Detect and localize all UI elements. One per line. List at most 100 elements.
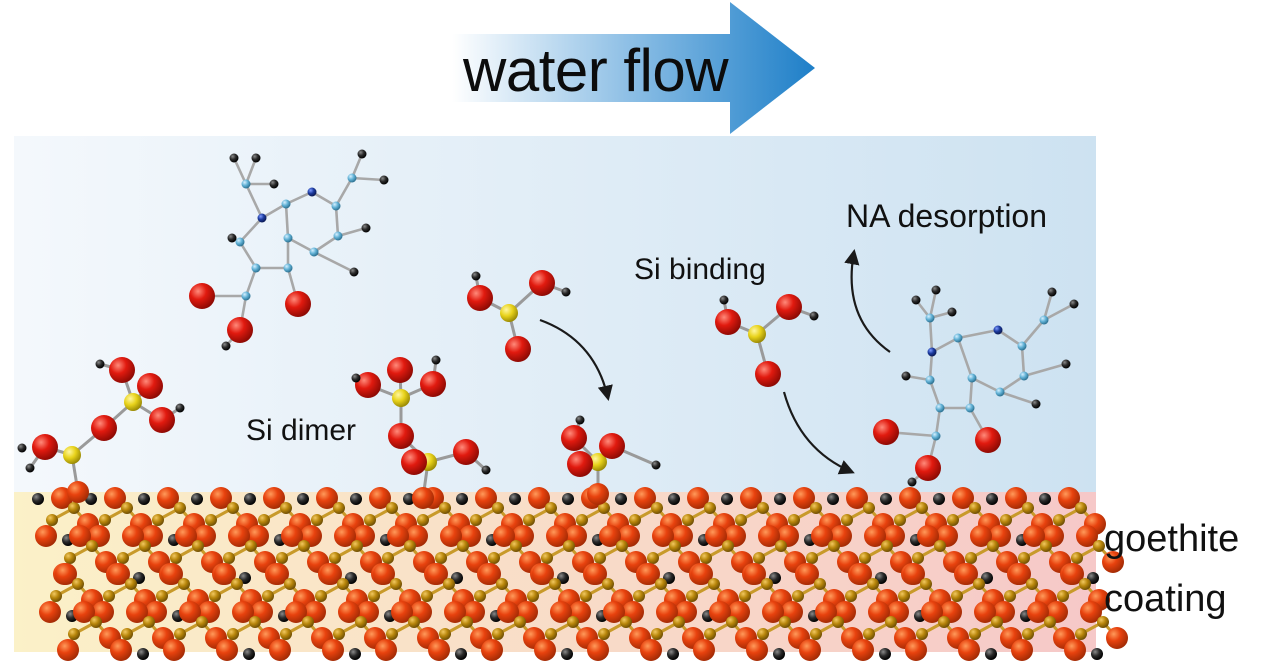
oxygen-atom xyxy=(715,309,741,335)
hydrogen-atom xyxy=(575,415,585,425)
iron-atom xyxy=(881,540,893,552)
iron-atom xyxy=(435,552,447,564)
oxygen-atom xyxy=(899,487,921,509)
iron-atom xyxy=(1075,628,1087,640)
iron-atom xyxy=(704,628,716,640)
iron-atom xyxy=(549,578,561,590)
oxygen-atom xyxy=(322,639,344,661)
oxygen-atom xyxy=(91,415,117,441)
oxygen-atom xyxy=(975,427,1001,453)
hydrogen-atom xyxy=(379,175,389,185)
iron-atom xyxy=(72,578,84,590)
hydrogen-atom xyxy=(985,648,997,660)
oxygen-atom xyxy=(161,563,183,585)
hydrogen-atom xyxy=(880,493,892,505)
oxygen-atom xyxy=(267,563,289,585)
iron-atom xyxy=(510,540,522,552)
si-binding-label: Si binding xyxy=(634,253,766,286)
iron-atom xyxy=(602,578,614,590)
hydrogen-atom xyxy=(774,493,786,505)
nitrogen-atom xyxy=(993,325,1003,335)
iron-atom xyxy=(969,502,981,514)
iron-atom xyxy=(170,552,182,564)
bond xyxy=(334,176,354,208)
hydrogen-atom xyxy=(244,493,256,505)
oxygen-atom xyxy=(440,525,462,547)
iron-atom xyxy=(86,540,98,552)
oxygen-atom xyxy=(640,639,662,661)
oxygen-atom xyxy=(109,357,135,383)
iron-atom xyxy=(912,552,924,564)
oxygen-atom xyxy=(815,601,837,623)
iron-atom xyxy=(302,616,314,628)
iron-atom xyxy=(46,514,58,526)
iron-atom xyxy=(156,590,168,602)
hydrogen-atom xyxy=(1031,399,1041,409)
bond xyxy=(1042,302,1076,322)
hydrogen-atom xyxy=(721,493,733,505)
hydrogen-atom xyxy=(349,648,361,660)
iron-atom xyxy=(810,628,822,640)
oxygen-atom xyxy=(32,434,58,460)
si-binding-arrow xyxy=(782,391,855,475)
carbon-atom xyxy=(925,375,935,385)
oxygen-atom xyxy=(35,525,57,547)
iron-atom xyxy=(669,540,681,552)
hydrogen-atom xyxy=(933,493,945,505)
oxygen-atom xyxy=(426,563,448,585)
iron-atom xyxy=(125,578,137,590)
iron-atom xyxy=(920,578,932,590)
bond xyxy=(350,176,386,182)
iron-atom xyxy=(969,628,981,640)
oxygen-atom xyxy=(868,601,890,623)
iron-atom xyxy=(527,590,539,602)
hydrogen-atom xyxy=(809,311,819,321)
oxygen-atom xyxy=(1064,639,1086,661)
oxygen-atom xyxy=(905,639,927,661)
iron-atom xyxy=(143,616,155,628)
iron-atom xyxy=(262,590,274,602)
hydrogen-atom xyxy=(221,341,231,351)
hydrogen-atom xyxy=(1061,359,1071,369)
iron-atom xyxy=(64,552,76,564)
iron-atom xyxy=(991,616,1003,628)
oxygen-atom xyxy=(281,525,303,547)
silicon-atom xyxy=(589,453,607,471)
iron-atom xyxy=(620,616,632,628)
nitrogen-atom xyxy=(307,187,317,197)
carbon-atom xyxy=(283,263,293,273)
hydrogen-atom xyxy=(95,359,105,369)
iron-atom xyxy=(364,514,376,526)
hydrogen-atom xyxy=(269,179,279,189)
hydrogen-atom xyxy=(481,465,491,475)
oxygen-atom xyxy=(917,525,939,547)
hydrogen-atom xyxy=(297,493,309,505)
iron-atom xyxy=(965,552,977,564)
bond xyxy=(1022,362,1068,378)
hydrogen-atom xyxy=(361,223,371,233)
oxygen-atom xyxy=(709,601,731,623)
oxygen-atom xyxy=(338,601,360,623)
iron-atom xyxy=(280,502,292,514)
oxygen-atom xyxy=(227,317,253,343)
hydrogen-atom xyxy=(668,493,680,505)
oxygen-atom xyxy=(532,563,554,585)
oxygen-atom xyxy=(412,487,434,509)
hydrogen-atom xyxy=(651,460,661,470)
hydrogen-atom xyxy=(351,373,361,383)
iron-atom xyxy=(249,616,261,628)
oxygen-atom xyxy=(481,639,503,661)
oxygen-atom xyxy=(956,563,978,585)
carbon-atom xyxy=(925,313,935,323)
hydrogen-atom xyxy=(349,267,359,277)
iron-atom xyxy=(386,502,398,514)
bond xyxy=(930,336,960,354)
oxygen-atom xyxy=(420,371,446,397)
iron-atom xyxy=(333,502,345,514)
iron-atom xyxy=(779,616,791,628)
bond xyxy=(956,336,974,380)
iron-atom xyxy=(594,552,606,564)
water-flow-arrow xyxy=(452,2,815,134)
oxygen-atom xyxy=(228,525,250,547)
bond xyxy=(928,288,938,320)
